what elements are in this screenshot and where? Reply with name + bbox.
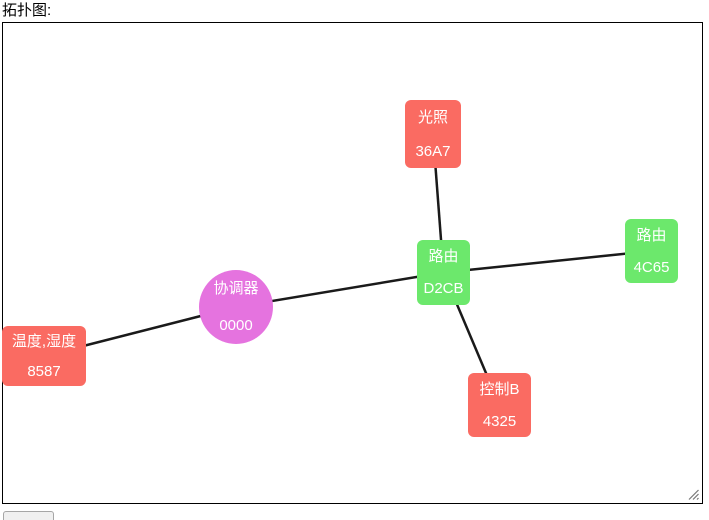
node-label: 路由 (428, 247, 459, 265)
resize-handle-icon[interactable] (688, 489, 699, 500)
node-router-d2cb[interactable]: 路由 D2CB (417, 240, 470, 305)
node-coordinator[interactable]: 协调器 0000 (199, 270, 273, 344)
node-address: 4325 (482, 412, 517, 430)
node-address: 0000 (219, 317, 253, 334)
node-temp-humidity[interactable]: 温度,湿度 8587 (2, 326, 86, 386)
topology-panel (2, 22, 703, 504)
node-address: 4C65 (633, 258, 670, 276)
node-light-sensor[interactable]: 光照 36A7 (405, 100, 461, 168)
node-label: 光照 (417, 108, 448, 126)
partial-button[interactable] (3, 511, 54, 520)
node-label: 路由 (636, 226, 667, 244)
node-address: 36A7 (415, 142, 451, 160)
node-label: 控制B (479, 380, 520, 398)
node-label: 温度,湿度 (11, 332, 77, 350)
node-address: 8587 (27, 362, 61, 380)
node-label: 协调器 (213, 280, 259, 297)
node-router-4c65[interactable]: 路由 4C65 (625, 219, 678, 283)
node-control-b[interactable]: 控制B 4325 (468, 373, 531, 437)
page-title: 拓扑图: (2, 2, 52, 19)
node-address: D2CB (423, 280, 464, 298)
